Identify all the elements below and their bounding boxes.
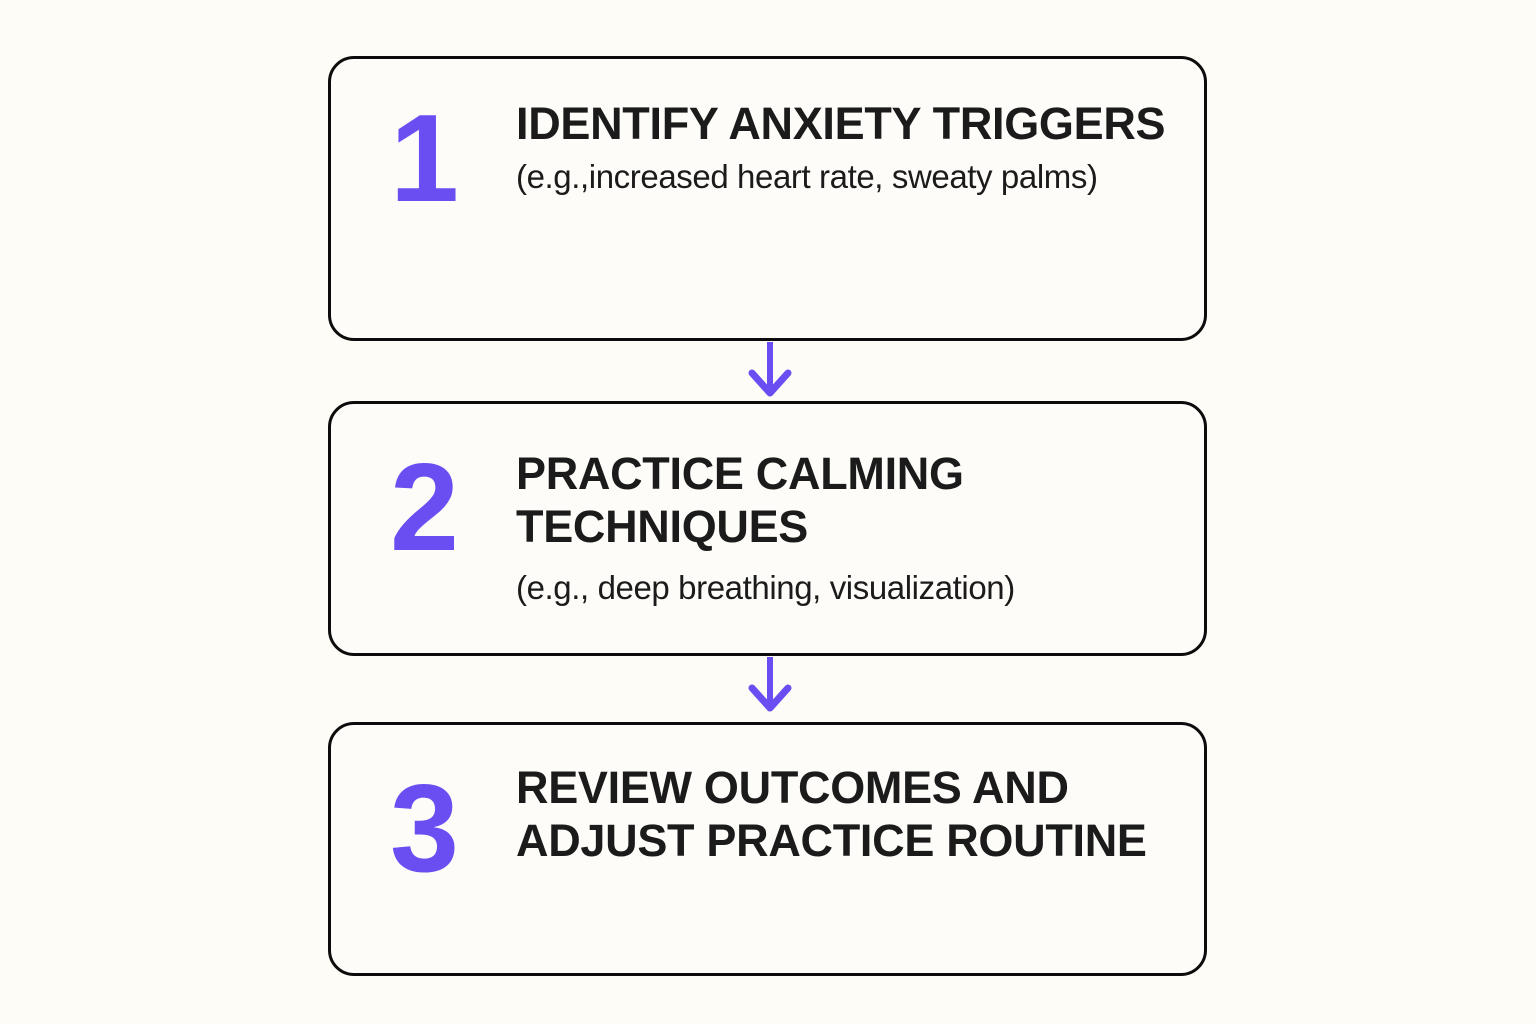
step-title-2: PRACTICE CALMING TECHNIQUES xyxy=(516,448,964,553)
step-card-1[interactable]: 1 IDENTIFY ANXIETY TRIGGERS (e.g.,increa… xyxy=(328,56,1207,341)
step-title-3: REVIEW OUTCOMES AND ADJUST PRACTICE ROUT… xyxy=(516,762,1147,867)
step-text-block-1: IDENTIFY ANXIETY TRIGGERS (e.g.,increase… xyxy=(516,59,1204,201)
step-subtitle-2: (e.g., deep breathing, visualization) xyxy=(516,569,1015,607)
step-number-3: 3 xyxy=(390,760,459,898)
step-card-3[interactable]: 3 REVIEW OUTCOMES AND ADJUST PRACTICE RO… xyxy=(328,722,1207,976)
step-text-block-2: PRACTICE CALMING TECHNIQUES (e.g., deep … xyxy=(516,404,1204,612)
step-card-2[interactable]: 2 PRACTICE CALMING TECHNIQUES (e.g., dee… xyxy=(328,401,1207,656)
step-number-1: 1 xyxy=(390,90,459,228)
step-number-2: 2 xyxy=(390,439,459,577)
step-subtitle-1: (e.g.,increased heart rate, sweaty palms… xyxy=(516,158,1098,196)
down-arrow-icon xyxy=(740,341,800,399)
down-arrow-icon xyxy=(740,656,800,714)
step-text-block-3: REVIEW OUTCOMES AND ADJUST PRACTICE ROUT… xyxy=(516,725,1204,867)
step-title-1: IDENTIFY ANXIETY TRIGGERS xyxy=(516,98,1166,149)
